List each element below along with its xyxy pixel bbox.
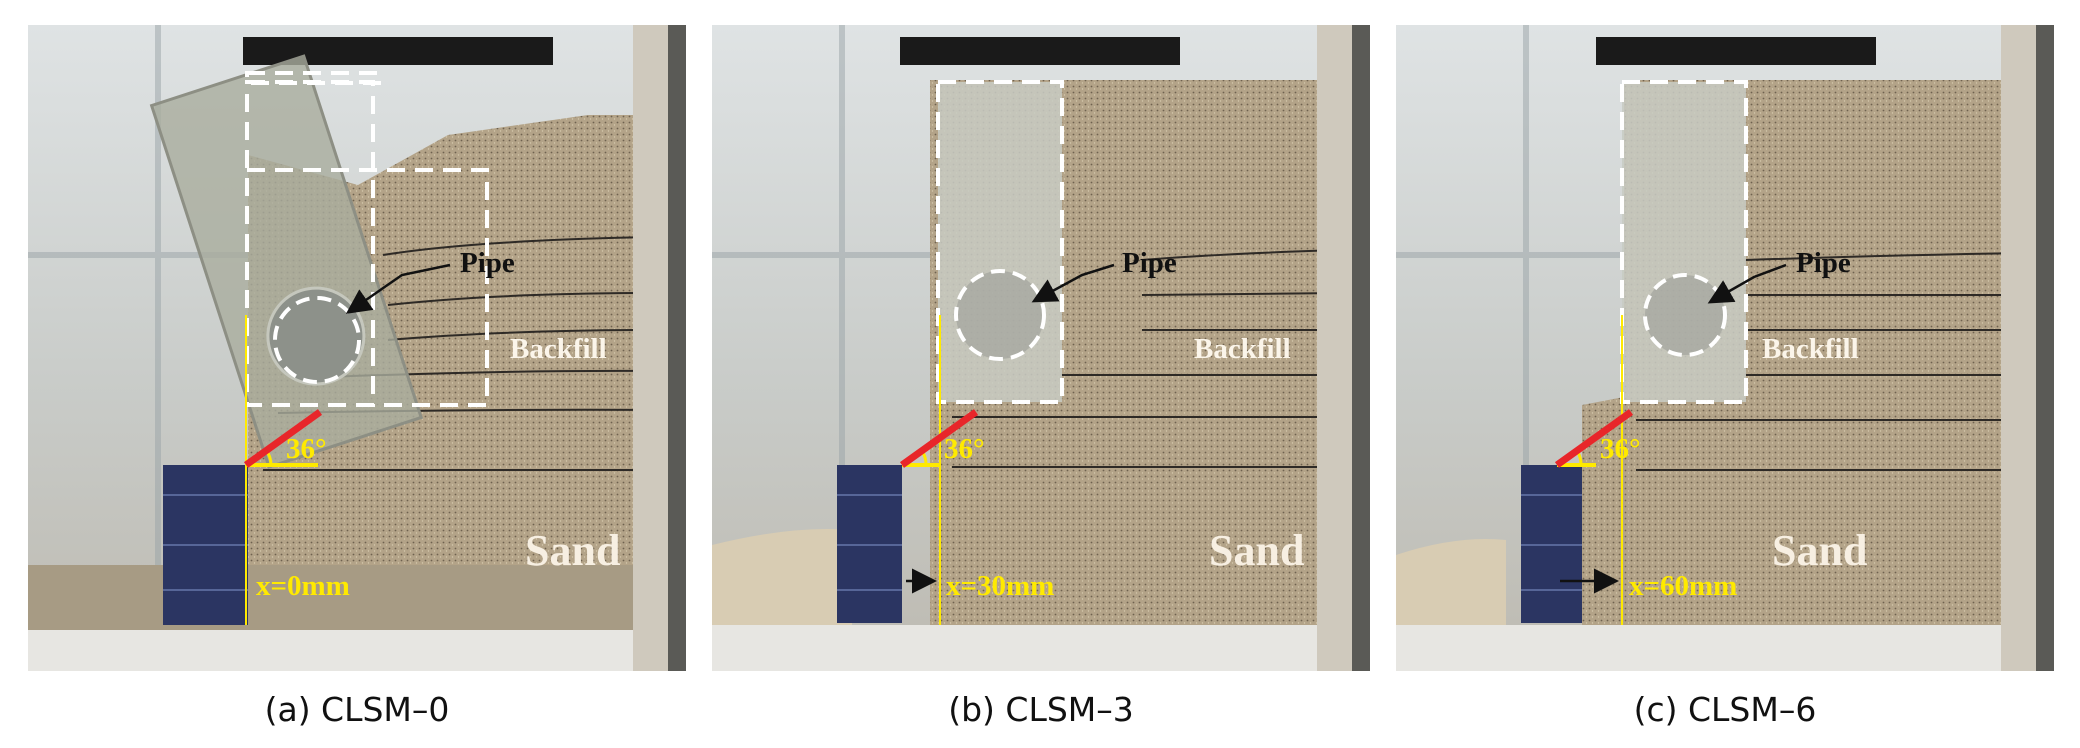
backfill-label: Backfill xyxy=(1194,333,1291,365)
sand-label: Sand xyxy=(1209,526,1304,575)
pipe-outline xyxy=(954,269,1046,361)
failure-line xyxy=(1554,409,1634,468)
photo-clsm-6: Pipe Backfill Sand 36° x=60mm xyxy=(1396,25,2054,671)
offset-label: x=60mm xyxy=(1629,570,1737,602)
failure-line xyxy=(899,409,979,468)
clsm-outline xyxy=(936,80,1064,404)
pipe-arrow xyxy=(1031,263,1115,303)
pipe-label: Pipe xyxy=(460,247,515,279)
pipe-label: Pipe xyxy=(1796,247,1851,279)
caption-b: (b) CLSM–3 xyxy=(948,690,1134,729)
top-plate xyxy=(1596,37,1876,65)
angle-label: 36° xyxy=(944,433,985,465)
failure-line xyxy=(243,409,323,468)
pipe-outline xyxy=(1643,273,1727,357)
offset-label: x=0mm xyxy=(256,570,350,602)
tilted-clsm-block xyxy=(149,54,424,469)
backfill-label: Backfill xyxy=(510,333,607,365)
caption-c: (c) CLSM–6 xyxy=(1633,690,1817,729)
angle-label: 36° xyxy=(1600,433,1641,465)
panel-b: Pipe Backfill Sand 36° x=30mm (b) CLSM–3 xyxy=(712,25,1370,729)
panel-a: Pipe Backfill Sand 36° x=0mm (a) CLSM–0 xyxy=(28,25,686,729)
sand-label: Sand xyxy=(525,526,620,575)
pipe-label: Pipe xyxy=(1122,247,1177,279)
top-plate xyxy=(900,37,1180,65)
caption-a: (a) CLSM–0 xyxy=(264,690,450,729)
sand-label: Sand xyxy=(1772,526,1867,575)
backfill-label: Backfill xyxy=(1762,333,1859,365)
photo-clsm-3: Pipe Backfill Sand 36° x=30mm xyxy=(712,25,1370,671)
angle-label: 36° xyxy=(286,433,327,465)
photo-clsm-0: Pipe Backfill Sand 36° x=0mm xyxy=(28,25,686,671)
pipe-outline xyxy=(273,296,361,384)
pipe-arrow xyxy=(345,263,451,314)
pipe-arrow xyxy=(1707,263,1787,304)
clsm-outline xyxy=(1620,80,1748,404)
offset-label: x=30mm xyxy=(946,570,1054,602)
panel-c: Pipe Backfill Sand 36° x=60mm (c) CLSM–6 xyxy=(1396,25,2054,729)
